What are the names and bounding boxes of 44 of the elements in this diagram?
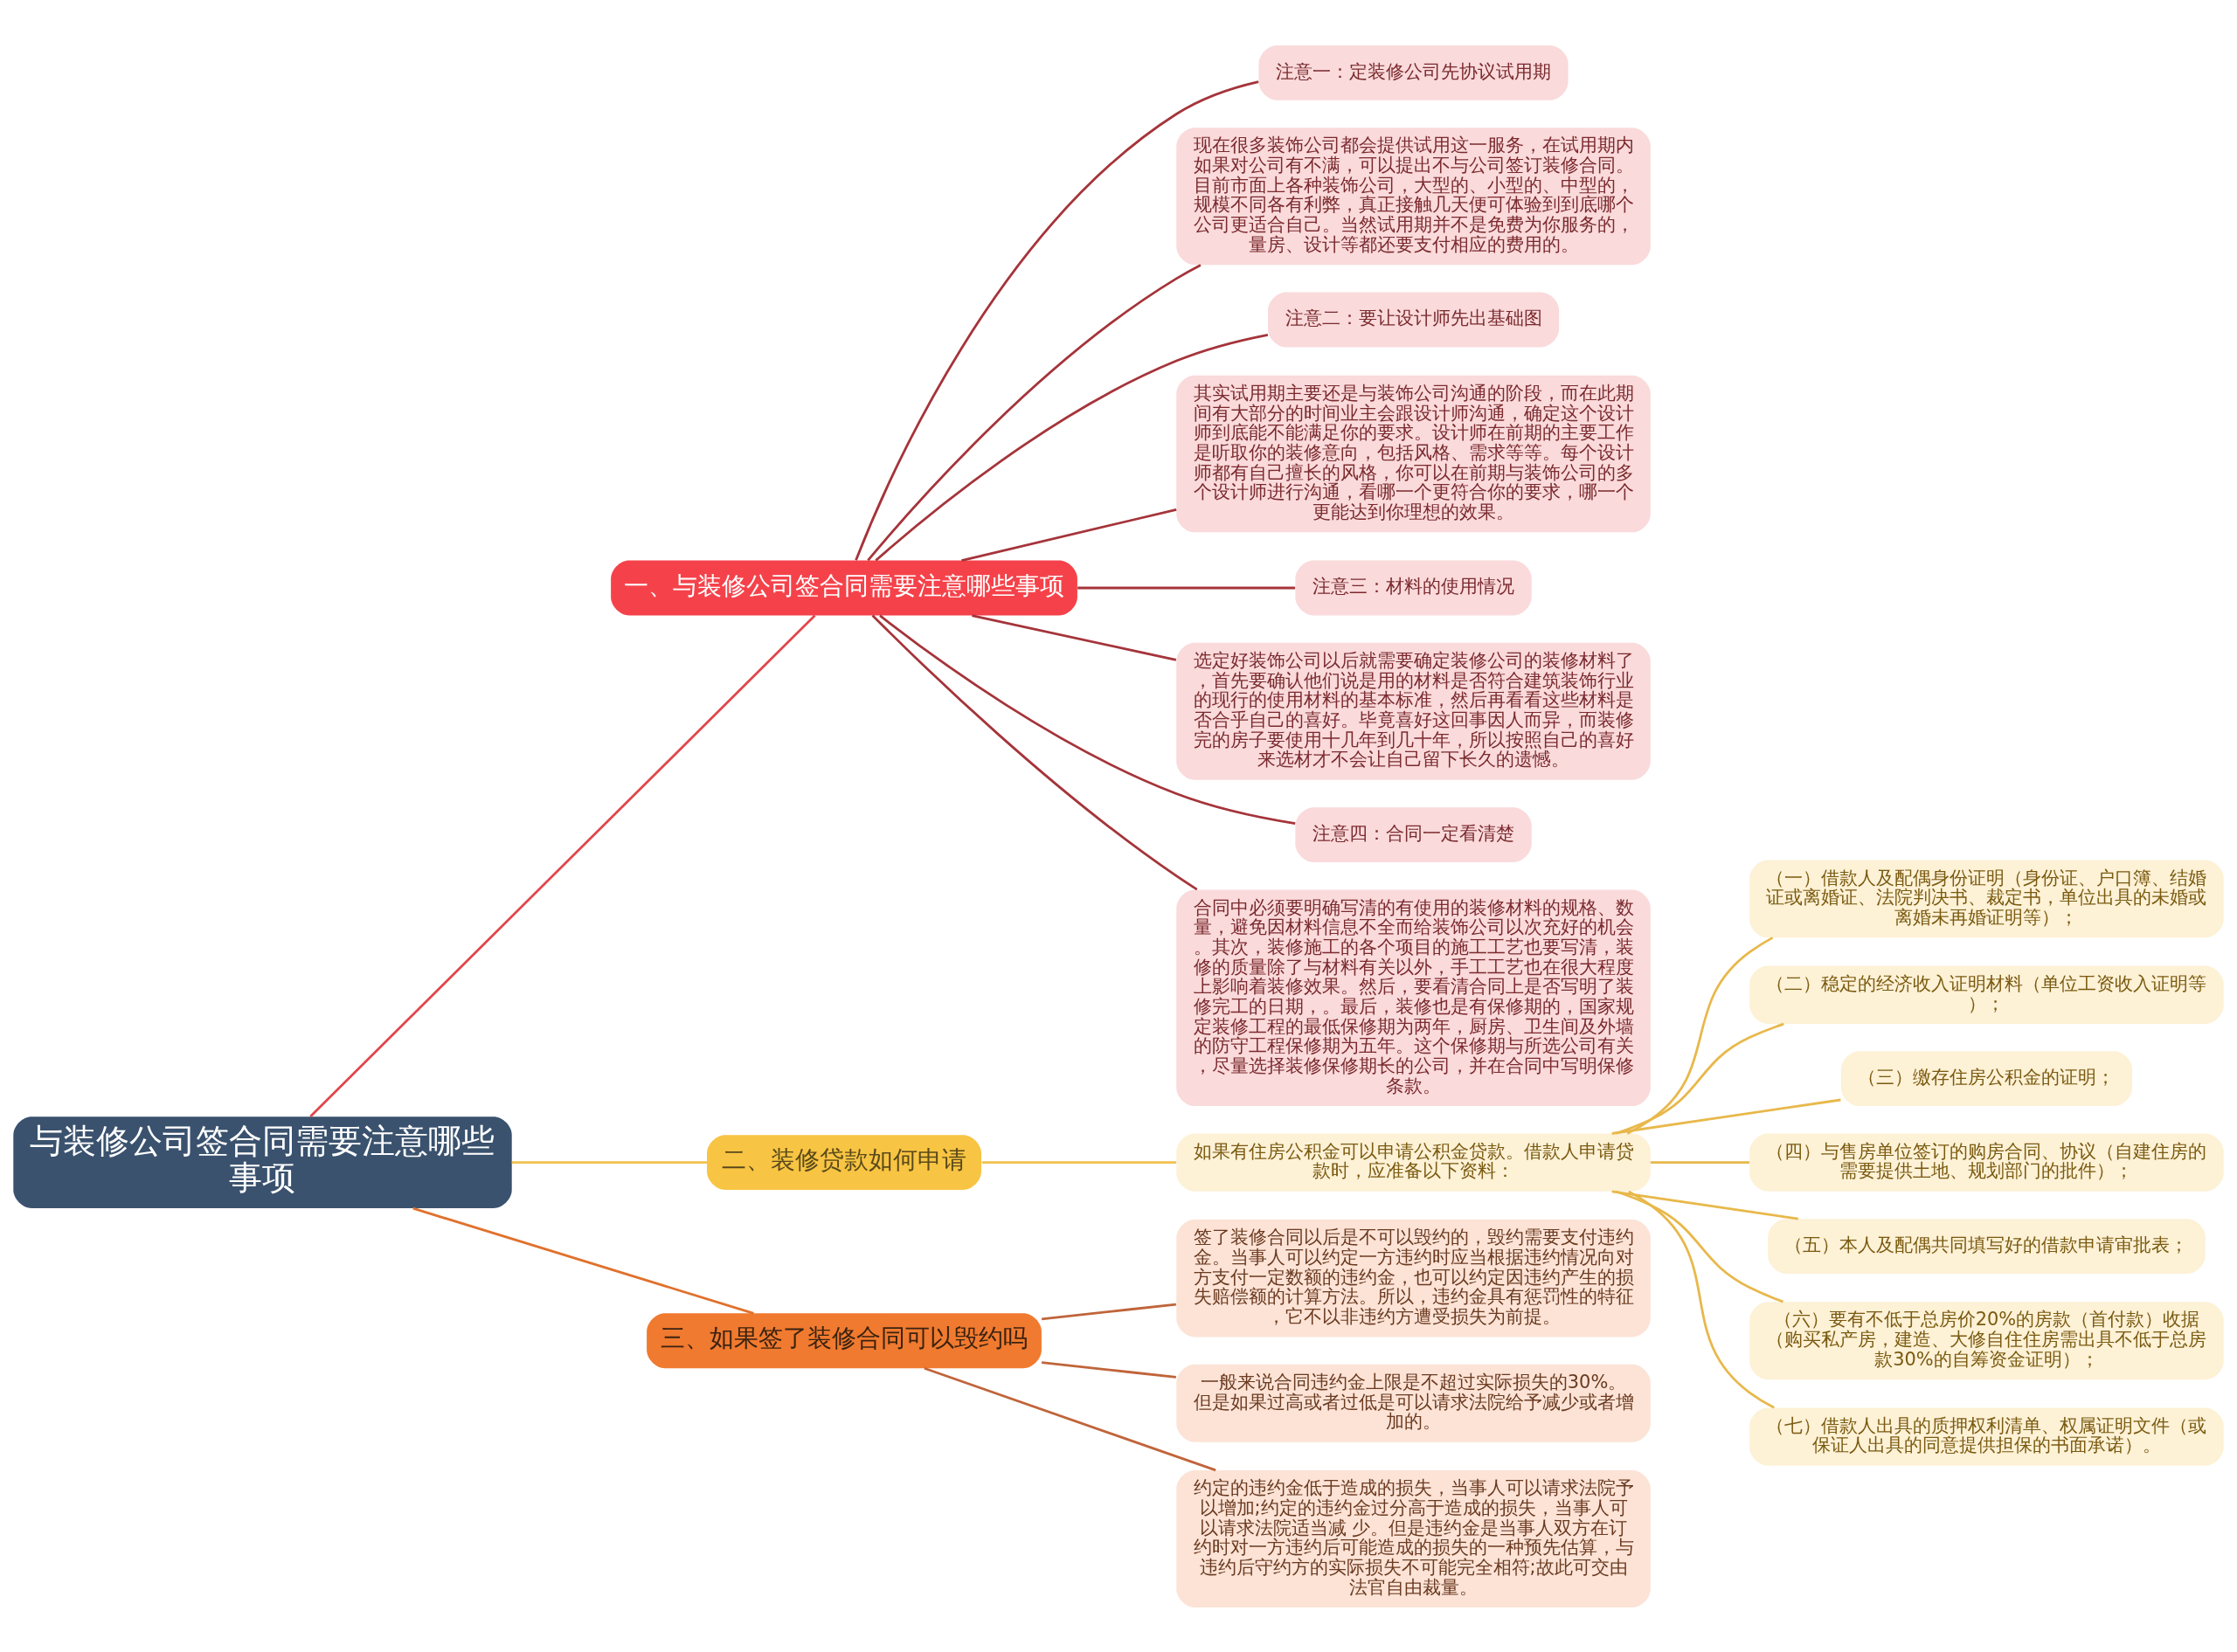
node-box: （一）借款人及配偶身份证明（身份证、户口簿、结婚证或离婚证、法院判决书、裁定书，单位出具的未婚或离婚未再婚证明等）； <box>1749 859 2224 937</box>
node-box: （七）借款人出具的质押权利清单、权属证明文件（或保证人出具的同意提供担保的书面承诺）。 <box>1749 1407 2224 1466</box>
connector <box>1616 1190 1783 1303</box>
node-box: 其实试用期主要还是与装饰公司沟通的阶段，而在此期间有大部分的时间业主会跟设计师沟通，确定这个设计师到底能不能满足你的要求。设计师在前期的主要工作是听取你的装修意向，包括风格、需求等等。每个设计师都有自己擅长的风格，你可以在前期与装饰公司的多个设计师进行沟通，看哪一个更符合你的要求，哪一个更能达到你理想的效果。 <box>1176 375 1651 532</box>
node-box: 签了装修合同以后是不可以毁约的，毁约需要支付违约金。当事人可以约定一方违约时应当根据违约情况向对方支付一定数额的违约金，也可以约定因违约产生的损失赔偿额的计算方法。所以，违约金具有惩罚性的特征，它不以非违约方遭受损失为前提。 <box>1176 1219 1651 1337</box>
connector <box>961 508 1177 562</box>
connector <box>412 1206 754 1315</box>
connector <box>1626 936 1774 1135</box>
node-box: 注意二：要让设计师先出基础图 <box>1267 292 1560 347</box>
connector <box>924 1366 1216 1471</box>
connector <box>1077 586 1296 589</box>
node-box: 三、如果签了装修合同可以毁约吗 <box>647 1312 1042 1368</box>
node-box: （六）要有不低于总房价20%的房款（首付款）收据（购买私产房，建造、大修自住住房需出具不低于总房款30%的自筹资金证明）； <box>1749 1301 2224 1379</box>
connector <box>875 333 1269 562</box>
node-box: 注意一：定装修公司先协议试用期 <box>1258 45 1569 100</box>
node-box: （二）稳定的经济收入证明材料（单位工资收入证明等）； <box>1749 965 2224 1024</box>
node-box: 注意三：材料的使用情况 <box>1295 560 1532 615</box>
node-box: 一、与装修公司签合同需要注意哪些事项 <box>611 560 1077 615</box>
node-box: 一般来说合同违约金上限是不超过实际损失的30%。但是如果过高或者过低是可以请求法院给予减少或者增加的。 <box>1176 1364 1651 1442</box>
connector <box>1650 1160 1749 1164</box>
connector <box>972 613 1177 661</box>
connector <box>981 1160 1176 1164</box>
node-box: （五）本人及配偶共同填写好的借款申请审批表； <box>1768 1218 2206 1274</box>
node-box: （四）与售房单位签订的购房合同、协议（自建住房的需要提供土地、规划部门的批件）； <box>1749 1133 2224 1192</box>
connector <box>309 614 816 1117</box>
connector <box>1041 1303 1176 1320</box>
node-box: 如果有住房公积金可以申请公积金贷款。借款人申请贷款时，应准备以下资料： <box>1176 1133 1651 1192</box>
node-box: 约定的违约金低于造成的损失，当事人可以请求法院予以增加;约定的违约金过分高于造成的损失，当事人可以请求法院适当减 少。但是违约金是当事人双方在订约时对一方违约后可能造成的损失的一种预先估算，与违约后守约方的实际损失不可能完全相符;故此可交由法官自由裁量。 <box>1176 1469 1651 1607</box>
node-box: 与装修公司签合同需要注意哪些事项 <box>13 1116 512 1208</box>
node-box: 现在很多装饰公司都会提供试用这一服务，在试用期内如果对公司有不满，可以提出不与公司签订装修合同。目前市面上各种装饰公司，大型的、小型的、中型的，规模不同各有利弊，真正接触几天便可体验到到底哪个公司更适合自己。当然试用期并不是免费为你服务的，量房、设计等都还要支付相应的费用的。 <box>1176 127 1651 265</box>
node-box: 选定好装饰公司以后就需要确定装修公司的装修材料了，首先要确认他们说是用的材料是否符合建筑装饰行业的现行的使用材料的基本标准，然后再看看这些材料是否合乎自己的喜好。毕竟喜好这回事因人而异，而装修完的房子要使用十几年到几十年，所以按照自己的喜好来选材才不会让自己留下长久的遗憾。 <box>1176 642 1651 780</box>
connector <box>511 1160 707 1164</box>
node-box: 合同中必须要明确写清的有使用的装修材料的规格、数量，避免因材料信息不全而给装饰公司以次充好的机会。其次，装修施工的各个项目的施工工艺也要写清，装修的质量除了与材料有关以外，手工工艺也在很大程度上影响着装修效果。然后，要看清合同上是否写明了装修完工的日期，。最后，装修也是有保修期的，国家规定装修工程的最低保修期为两年，厨房、卫生间及外墙的防守工程保修期为五年。这个保修期与所选公司有关，尽量选择装修保修期长的公司，并在合同中写明保修条款。 <box>1176 888 1651 1106</box>
connector <box>871 613 1198 890</box>
node-box: 注意四：合同一定看清楚 <box>1295 806 1532 862</box>
connector <box>855 79 1259 561</box>
connector <box>1611 1189 1798 1220</box>
node-box: 二、装修贷款如何申请 <box>707 1134 981 1190</box>
connector <box>1042 1360 1176 1379</box>
connector <box>867 263 1202 561</box>
connector <box>1628 1190 1775 1409</box>
connector <box>1611 1098 1841 1135</box>
node-box: （三）缴存住房公积金的证明； <box>1840 1050 2133 1106</box>
connector <box>879 614 1296 825</box>
